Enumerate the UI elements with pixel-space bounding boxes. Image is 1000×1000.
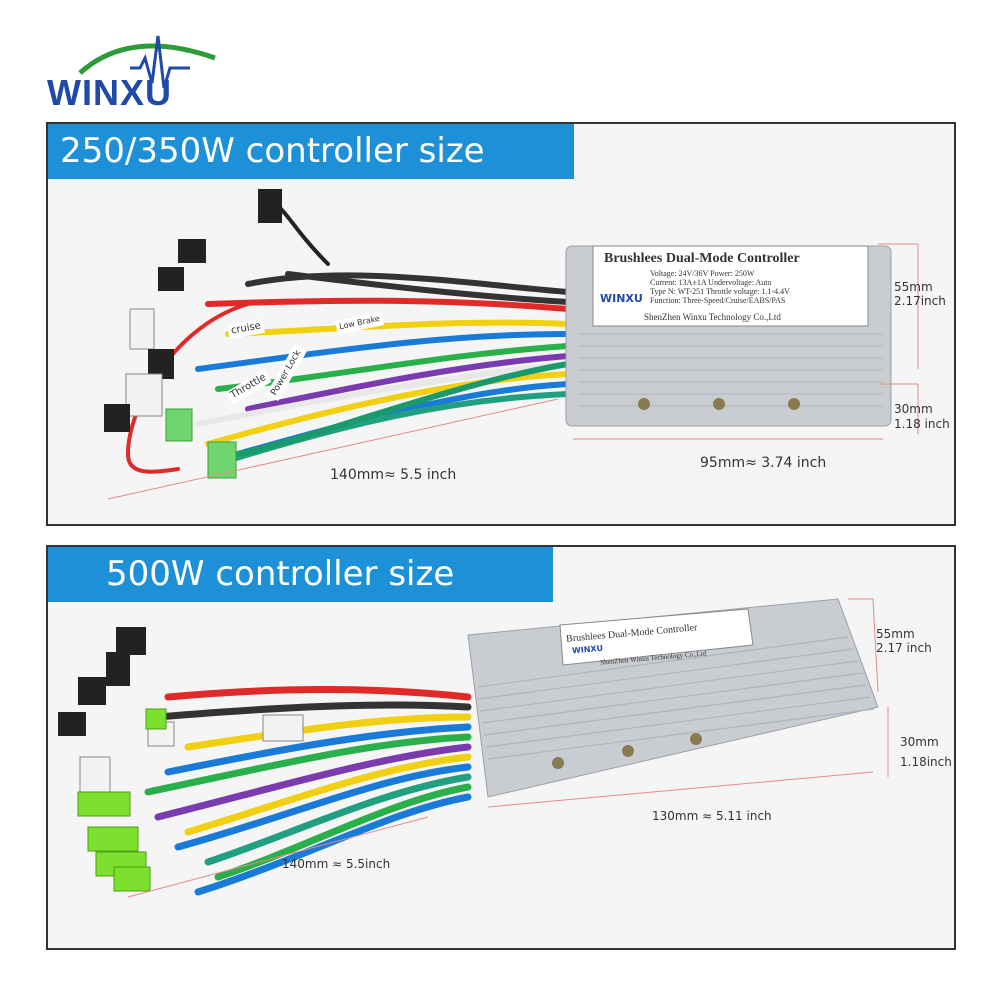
controller-label-spec-4: Function: Three-Speed/Cruise/EABS/PAS — [650, 296, 786, 305]
depth-in: 1.18inch — [900, 755, 952, 769]
controller-label-spec-3: Type N: WT-251 Throttle voltage: 1.1-4.4… — [650, 287, 790, 296]
controller-label-logo: WINXU — [600, 292, 643, 305]
height-mm: 55mm — [894, 280, 933, 294]
controller-label-maker: ShenZhen Winxu Technology Co.,Ltd — [644, 312, 781, 322]
controller-photo-2 — [58, 598, 889, 898]
height-in: 2.17 inch — [876, 641, 932, 655]
controller-photo-1 — [104, 189, 919, 500]
panel-500w: 500W controller size — [46, 545, 956, 950]
depth-in: 1.18 inch — [894, 417, 950, 431]
cable-dim: 140mm≈ 5.5 inch — [330, 467, 457, 483]
length-dim: 130mm ≈ 5.11 inch — [652, 809, 772, 823]
logo-arc-icon — [78, 35, 216, 89]
brand-name: WINXU — [47, 72, 172, 113]
controller-label-spec-2: Current: 13A±1A Undervoltage: Auto — [650, 278, 772, 287]
depth-mm: 30mm — [894, 402, 933, 416]
controller-label-spec-1: Voltage: 24V/36V Power: 250W — [650, 269, 755, 278]
cable-dim: 140mm ≈ 5.5inch — [282, 857, 391, 871]
height-mm: 55mm — [876, 627, 915, 641]
controller-label-heading: Brushlees Dual-Mode Controller — [604, 251, 800, 266]
depth-mm: 30mm — [900, 735, 939, 749]
section-title: 250/350W controller size — [48, 124, 574, 179]
section-title: 500W controller size — [48, 547, 553, 602]
length-dim: 95mm≈ 3.74 inch — [700, 455, 827, 471]
height-in: 2.17inch — [894, 294, 946, 308]
panel-250-350w: 250/350W controller size — [46, 122, 956, 526]
brand-logo: WINXU — [40, 28, 230, 113]
